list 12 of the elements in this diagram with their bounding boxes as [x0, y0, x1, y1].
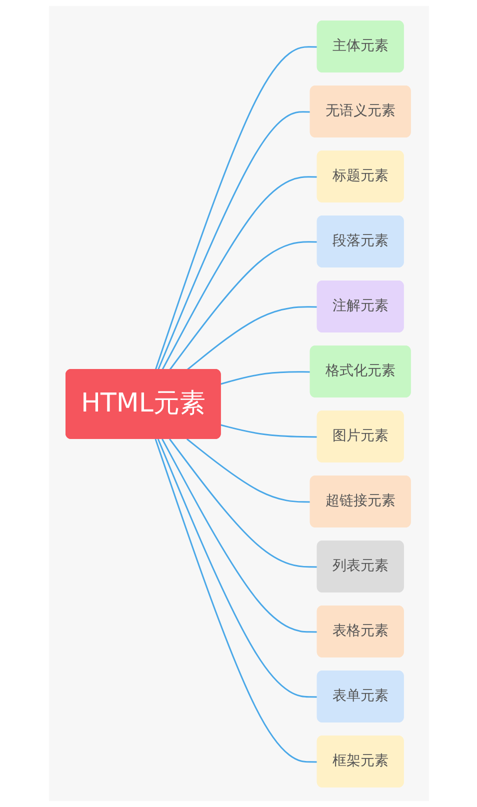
- connector: [158, 438, 318, 698]
- connector: [155, 438, 318, 762]
- connector: [169, 240, 318, 370]
- connector: [162, 176, 318, 370]
- connector: [220, 370, 312, 384]
- connector: [186, 438, 312, 502]
- connector: [162, 438, 318, 632]
- connector: [169, 438, 318, 568]
- connector: [186, 306, 318, 370]
- connector: [220, 424, 318, 438]
- connector: [155, 46, 318, 370]
- connector: [158, 110, 312, 370]
